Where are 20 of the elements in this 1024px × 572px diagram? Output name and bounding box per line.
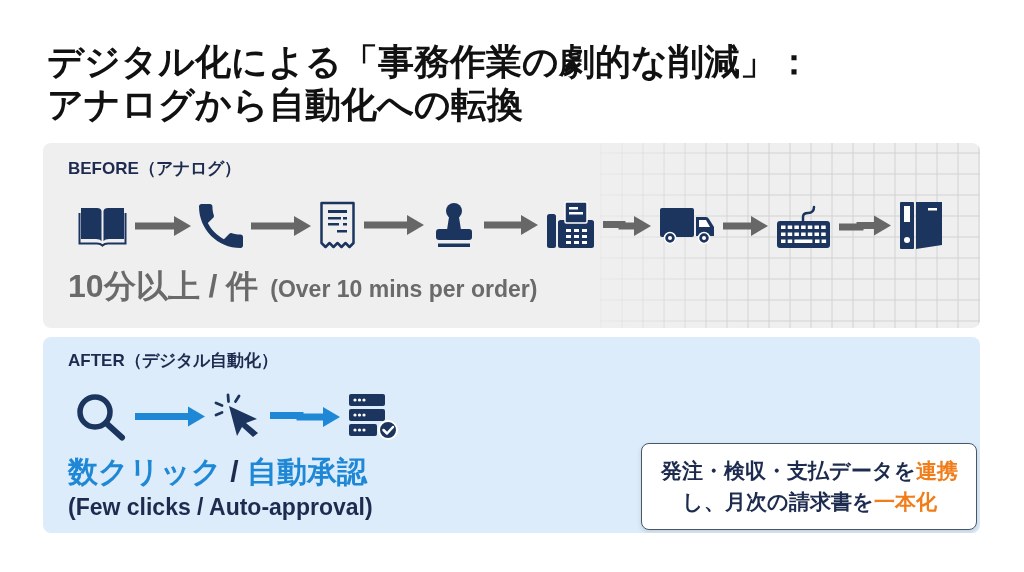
phone-icon bbox=[199, 203, 243, 249]
server-check-icon bbox=[348, 393, 399, 441]
result-caption: (Few clicks / Auto-approval) bbox=[68, 494, 373, 522]
note-card bbox=[641, 443, 977, 530]
binder-icon bbox=[899, 201, 943, 250]
receipt-icon bbox=[319, 201, 356, 249]
time-metric: 10分以上 / 件 bbox=[68, 267, 259, 306]
section-panel bbox=[43, 143, 980, 328]
metric-caption: (Over 10 mins per order) bbox=[270, 276, 538, 304]
result-headline: 数クリック / 自動承認 bbox=[68, 454, 367, 490]
section-panel bbox=[43, 337, 980, 533]
open-book-icon bbox=[78, 205, 127, 247]
keyboard-icon bbox=[776, 205, 831, 249]
title: デジタル化による「事務作業の劇的な削減」：アナログから自動化への転換 bbox=[47, 40, 813, 127]
section-heading: AFTER（デジタル自動化） bbox=[68, 351, 278, 372]
note-text: 発注・検収・支払データを連携し、月次の請求書を一本化 bbox=[659, 458, 959, 515]
search-icon bbox=[75, 392, 127, 441]
section-heading: BEFORE（アナログ） bbox=[68, 159, 241, 180]
fax-machine-icon bbox=[546, 200, 595, 249]
truck-icon bbox=[659, 207, 715, 245]
